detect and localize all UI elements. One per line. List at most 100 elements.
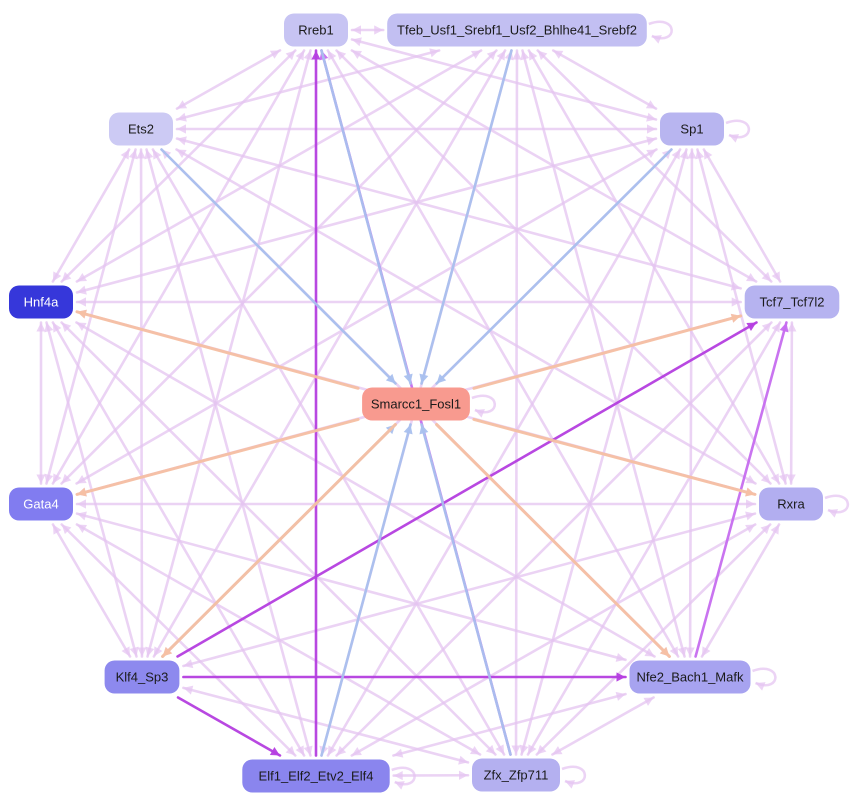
edge-arrowhead [458,770,468,780]
edge-arrowhead [644,648,655,657]
graph-node-label: Ets2 [128,122,154,137]
graph-node-box[interactable] [472,758,560,792]
edge-arrowhead [351,50,362,59]
edge-line [520,148,688,756]
graph-edge-ets2-rxra [175,148,757,485]
edge-arrowhead [327,50,337,61]
edge-arrowhead [177,136,187,146]
edge-arrowhead [745,524,756,533]
graph-node-gata4[interactable]: Gata4 [9,487,73,521]
edge-arrowhead [471,50,482,59]
edge-arrowhead [183,659,194,669]
graph-node-box[interactable] [362,387,470,421]
edge-arrowhead [52,271,62,282]
edge-line [551,49,658,110]
edge-line [526,321,782,756]
edge-line [700,523,781,658]
edge-arrowhead [61,271,72,282]
graph-node-box[interactable] [629,660,751,694]
edge-line [182,512,757,668]
graph-node-hnf4a[interactable]: Hnf4a [9,285,73,319]
graph-node-label: Smarcc1_Fosl1 [371,397,461,412]
graph-node-box[interactable] [660,112,724,146]
node-layer: Rreb1 Tfeb_Usf1_Srebf1_Usf2_Bhlhe41_Srebf… [9,13,840,793]
edge-arrowhead [519,744,529,755]
graph-node-ets2[interactable]: Ets2 [109,112,173,146]
graph-node-tfeb[interactable]: Tfeb_Usf1_Srebf1_Usf2_Bhlhe41_Srebf2 [387,13,647,47]
graph-node-label: Rreb1 [298,23,333,38]
edge-arrowhead [177,112,187,122]
edge-arrowhead [746,322,757,331]
graph-edge-rreb1-ets2 [175,49,282,110]
graph-node-box[interactable] [9,487,73,521]
edge-arrowhead [374,25,384,35]
edge-arrowhead [646,112,656,122]
edge-arrowhead [352,25,361,35]
graph-node-box[interactable] [104,660,180,694]
graph-node-box[interactable] [9,285,73,319]
graph-node-tcf7[interactable]: Tcf7_Tcf7l2 [744,285,840,319]
graph-node-zfx[interactable]: Zfx_Zfp711 [472,758,560,792]
edge-arrowhead [643,697,654,706]
edge-line [51,523,132,658]
edge-line [320,49,412,385]
edge-arrowhead [495,744,505,755]
graph-node-sp1[interactable]: Sp1 [660,112,724,146]
edge-line [702,148,782,283]
edge-layer [36,20,850,790]
graph-edge-tcf7-rxra [786,321,797,485]
edge-arrowhead [76,322,87,331]
graph-edge-elf1-rreb1 [311,49,321,757]
edge-arrowhead [128,149,138,160]
graph-node-box[interactable] [387,13,647,47]
graph-edge-klf4-elf1 [176,696,282,757]
edge-line [152,49,507,658]
graph-edge-hnf4a-zfx [60,321,497,756]
graph-edge-smarcc1-smarcc1 [471,394,497,418]
edge-line [326,49,680,658]
graph-node-nfe2[interactable]: Nfe2_Bach1_Mafk [629,660,751,694]
edge-line [392,692,627,757]
graph-node-box[interactable] [242,759,390,793]
edge-arrowhead [731,297,741,307]
edge-arrowhead [512,50,522,60]
graph-node-box[interactable] [284,13,348,47]
edge-arrowhead [677,646,687,657]
edge-arrowhead [651,35,662,44]
edge-arrowhead [44,473,54,484]
edge-arrowhead [137,647,147,657]
graph-node-box[interactable] [109,112,173,146]
edge-arrowhead [403,373,413,384]
graph-edge-tfeb-smarcc1 [419,49,513,385]
edge-arrowhead [419,424,429,435]
edge-arrowhead [536,744,547,755]
graph-node-label: Tfeb_Usf1_Srebf1_Usf2_Bhlhe41_Srebf2 [397,23,637,38]
edge-arrowhead [76,273,87,282]
graph-node-smarcc1[interactable]: Smarcc1_Fosl1 [362,387,470,421]
graph-node-box[interactable] [744,285,840,319]
graph-node-rxra[interactable]: Rxra [759,487,823,521]
edge-line [175,49,282,110]
graph-edge-tfeb-ets2 [175,48,441,122]
edge-arrowhead [153,646,163,657]
edge-arrowhead [687,149,697,159]
graph-edge-tfeb-zfx [511,49,522,756]
edge-arrowhead [393,748,404,758]
graph-edge-klf4-tcf7 [176,321,758,658]
graph-node-box[interactable] [759,487,823,521]
graph-edge-ets2-zfx [151,148,506,756]
edge-line [176,321,758,658]
edge-arrowhead [770,473,780,484]
graph-edge-zfx-smarcc1 [419,423,512,756]
edge-arrowhead [703,149,713,160]
edge-arrowhead [61,473,72,484]
graph-node-elf1[interactable]: Elf1_Elf2_Etv2_Elf4 [242,759,390,793]
edge-arrowhead [755,682,766,691]
edge-arrowhead [787,322,797,332]
graph-edge-gata4-klf4 [51,523,132,658]
graph-edge-elf1-elf1 [391,766,416,790]
graph-node-klf4[interactable]: Klf4_Sp3 [104,660,180,694]
edge-arrowhead [761,322,772,333]
graph-node-rreb1[interactable]: Rreb1 [284,13,348,47]
edge-arrowhead [52,524,62,535]
